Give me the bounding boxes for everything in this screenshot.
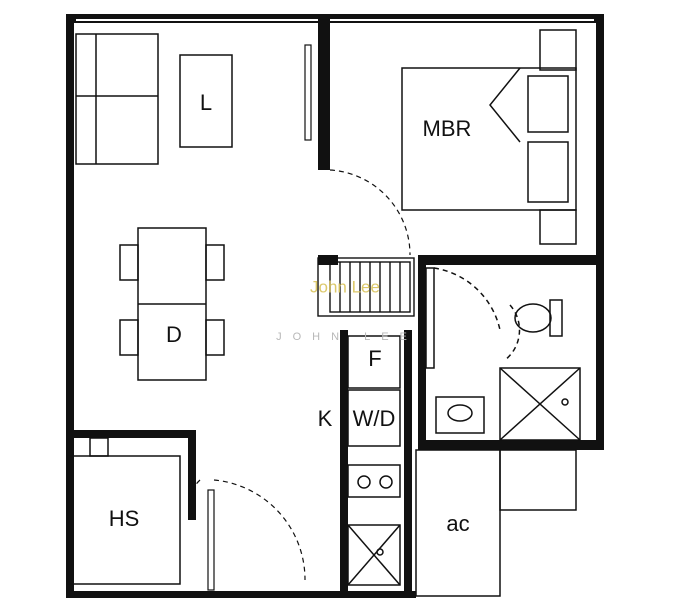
label-fridge: F bbox=[368, 346, 381, 371]
bathroom bbox=[425, 267, 581, 441]
watermark-secondary: JOHN LEE bbox=[276, 331, 418, 343]
bed bbox=[401, 29, 577, 245]
label-ac: ac bbox=[446, 511, 469, 536]
label-hs: HS bbox=[109, 506, 140, 531]
sofa bbox=[75, 33, 159, 165]
label-washer-dryer: W/D bbox=[353, 406, 396, 431]
wardrobe bbox=[317, 257, 415, 317]
interior-walls bbox=[66, 14, 604, 596]
sliding-panel bbox=[304, 44, 312, 141]
dining-set bbox=[119, 227, 225, 381]
label-mbr: MBR bbox=[423, 116, 472, 141]
label-dining: D bbox=[166, 322, 182, 347]
watermark-primary: John Lee bbox=[310, 277, 380, 296]
living-table bbox=[179, 54, 233, 148]
ac-ledge bbox=[415, 449, 577, 597]
kitchen-counter bbox=[347, 335, 401, 586]
household-shelter bbox=[67, 437, 181, 585]
label-living: L bbox=[200, 90, 212, 115]
label-kitchen: K bbox=[318, 406, 333, 431]
entrance-door bbox=[189, 479, 306, 591]
mbr-door-swing bbox=[329, 169, 411, 256]
